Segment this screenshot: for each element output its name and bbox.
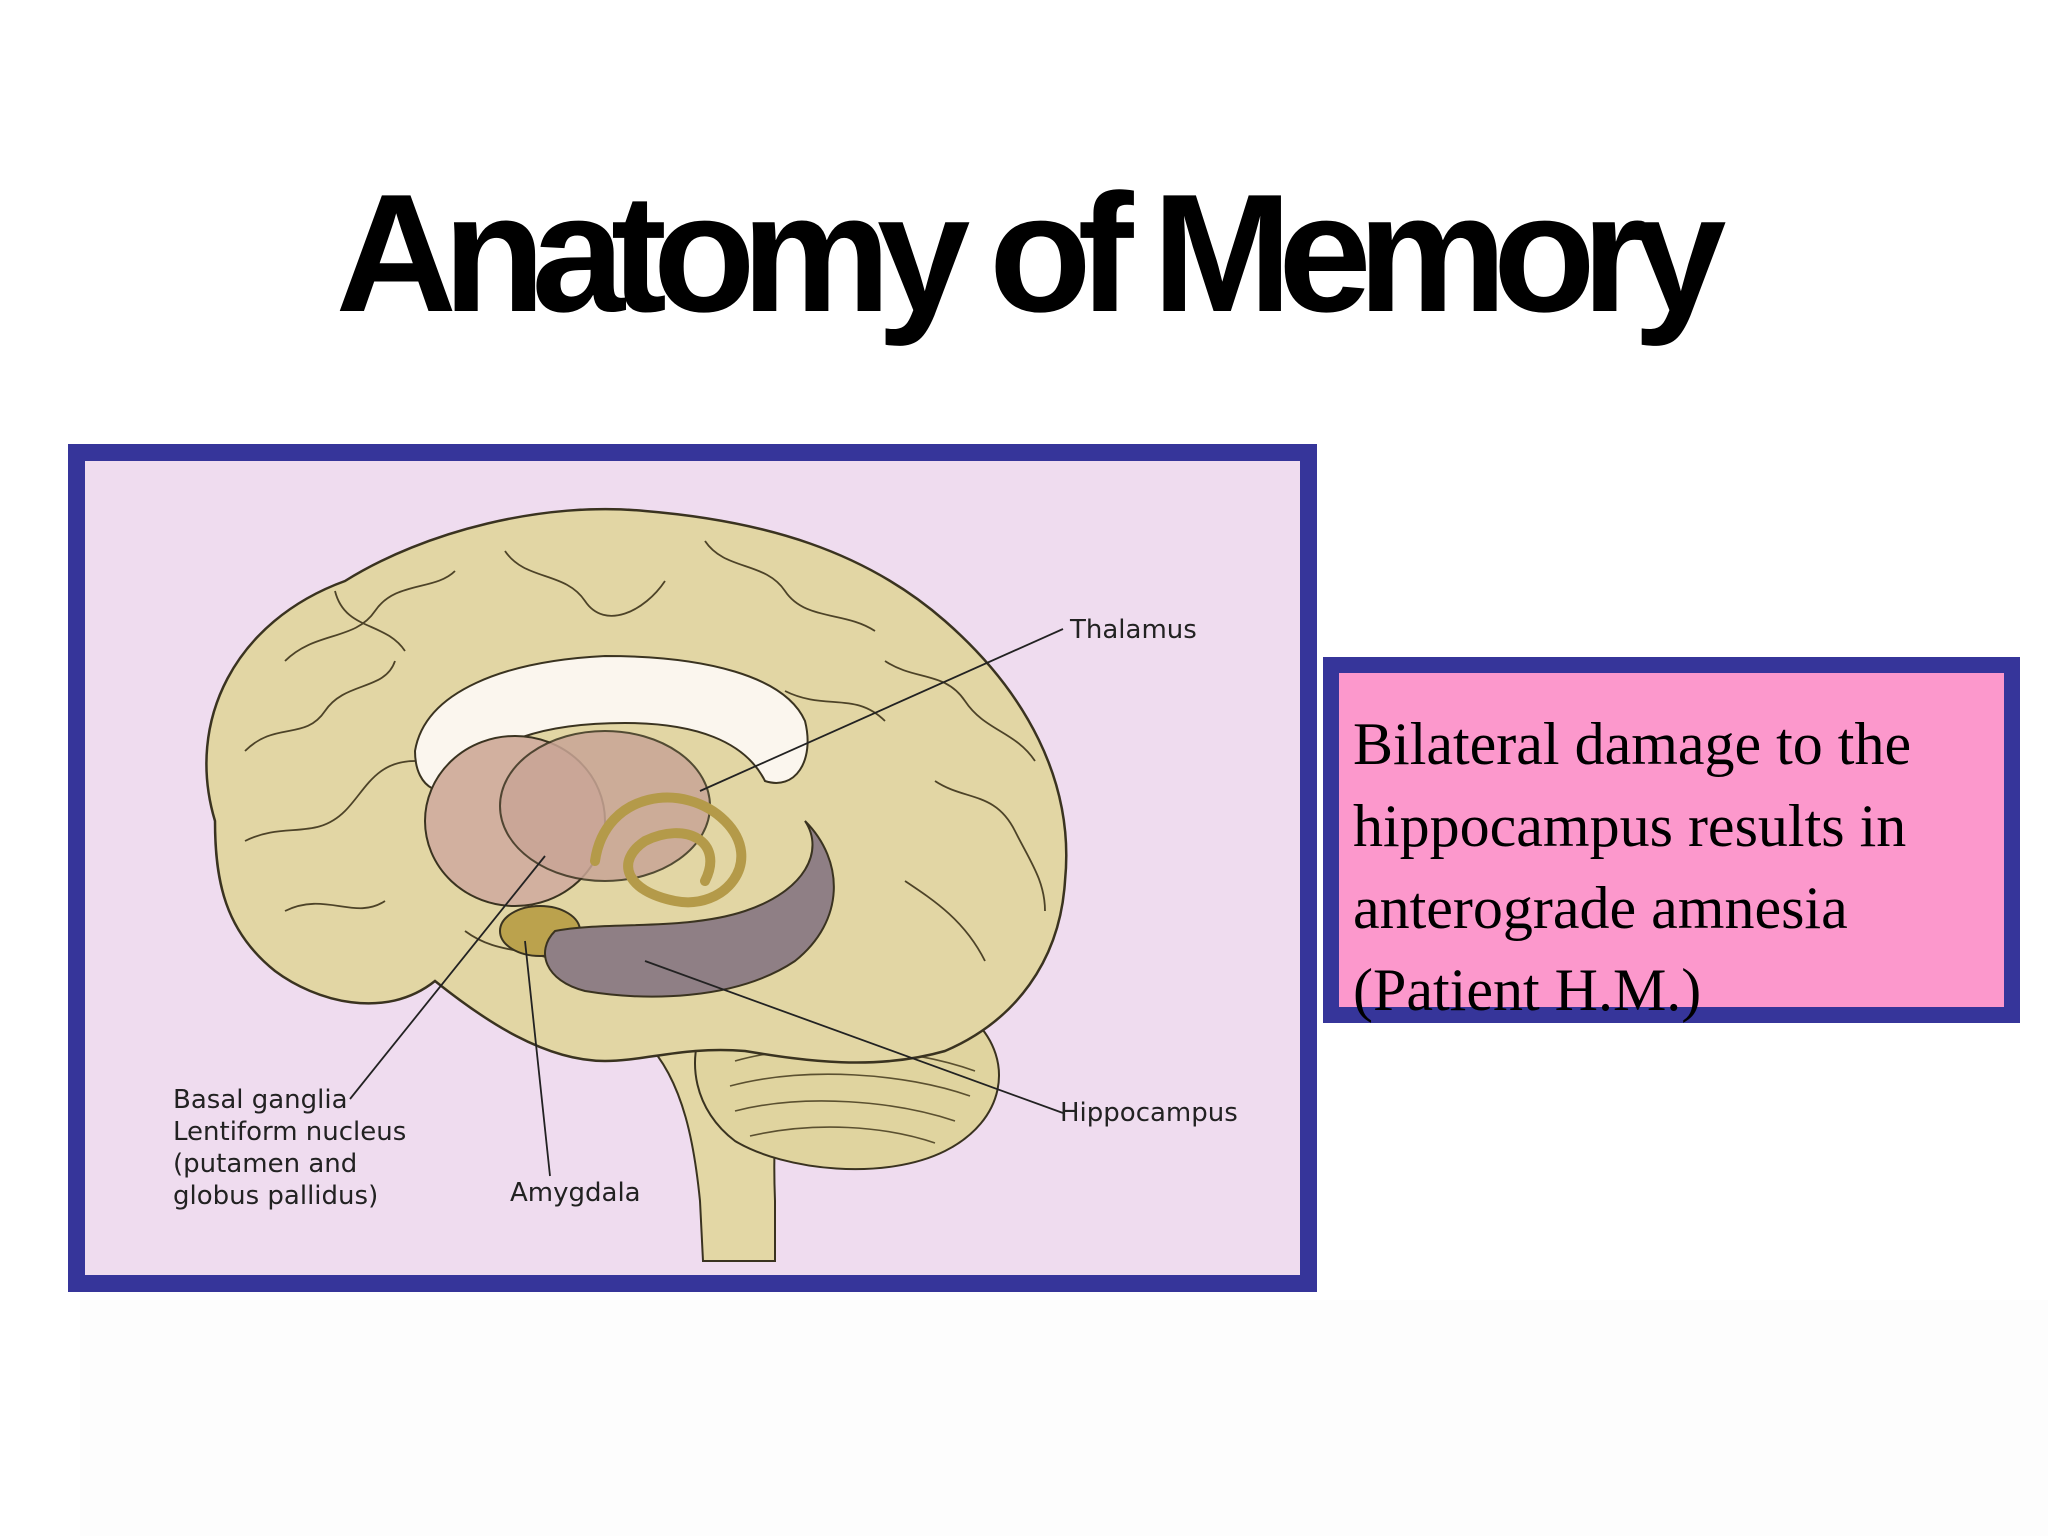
note-box: Bilateral damage to the hippocampus resu…	[1323, 657, 2020, 1023]
hippocampus-structure	[544, 820, 835, 998]
fornix	[590, 792, 747, 908]
label-lentiform-nucleus: Lentiform nucleus	[173, 1117, 406, 1147]
label-putamen: (putamen and	[173, 1149, 357, 1179]
brain-figure-frame: Thalamus Hippocampus Amygdala Basal gang…	[68, 444, 1317, 1292]
label-thalamus: Thalamus	[1069, 615, 1197, 645]
label-basal-ganglia: Basal ganglia	[173, 1085, 348, 1115]
brain-diagram: Thalamus Hippocampus Amygdala Basal gang…	[173, 507, 1238, 1262]
cortical-gyri	[244, 540, 1046, 982]
label-leader-lines	[349, 628, 1064, 1177]
label-globus-pallidus: globus pallidus)	[173, 1181, 378, 1211]
slide-background-band	[80, 1300, 2048, 1536]
thalamus-structure	[499, 730, 711, 882]
label-hippocampus: Hippocampus	[1060, 1098, 1238, 1128]
note-text: Bilateral damage to the hippocampus resu…	[1353, 711, 1912, 1023]
slide-title: Anatomy of Memory	[335, 158, 1727, 347]
label-amygdala: Amygdala	[510, 1178, 641, 1208]
